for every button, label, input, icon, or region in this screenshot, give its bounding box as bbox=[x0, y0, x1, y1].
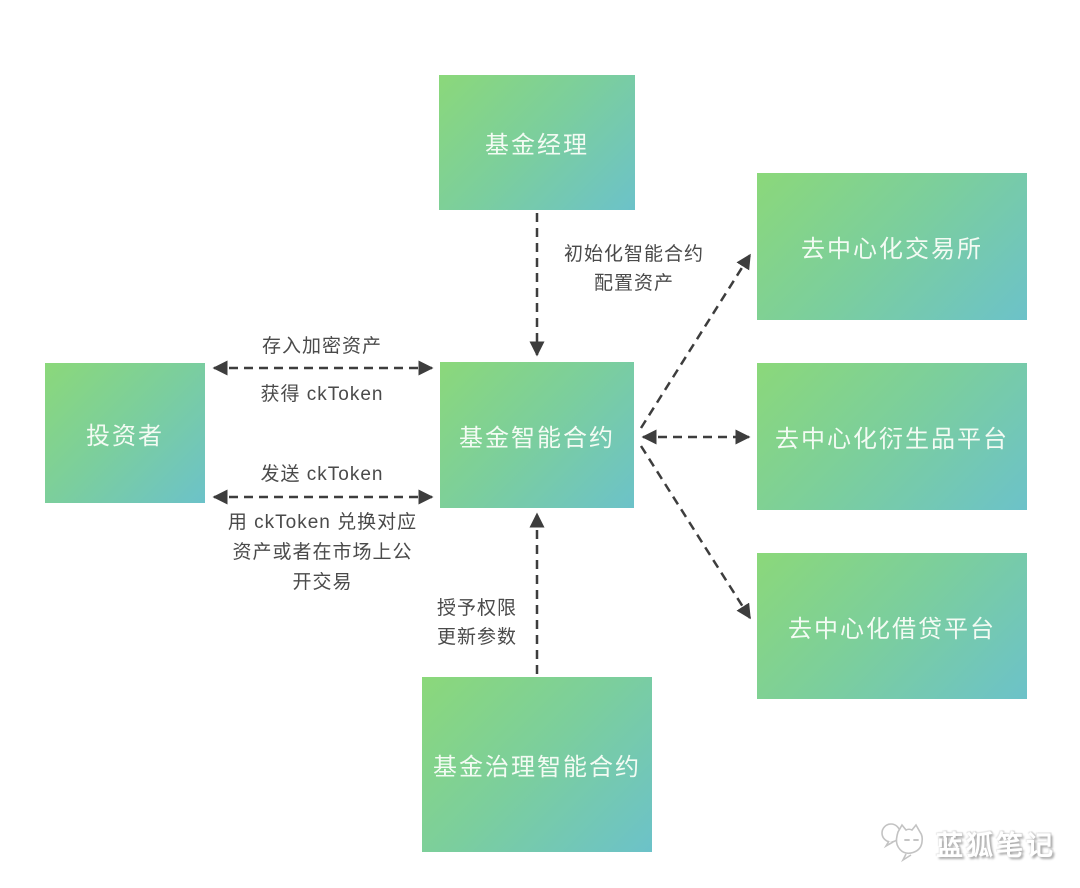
node-decentralized-exchange: 去中心化交易所 bbox=[757, 173, 1027, 320]
node-derivatives-platform: 去中心化衍生品平台 bbox=[757, 363, 1027, 510]
node-governance-smart-contract-label: 基金治理智能合约 bbox=[433, 754, 641, 781]
edge-label-redeem: 用 ckToken 兑换对应 资产或者在市场上公 开交易 bbox=[205, 508, 440, 598]
node-investor-label: 投资者 bbox=[86, 422, 164, 450]
edge-label-send-cktoken-text: 发送 ckToken bbox=[260, 464, 384, 485]
arrow-fund-to-lending bbox=[639, 445, 752, 620]
edge-label-grant-permission: 授予权限 更新参数 bbox=[432, 594, 522, 652]
edge-label-redeem-line3: 开交易 bbox=[292, 572, 353, 593]
node-investor: 投资者 bbox=[45, 363, 205, 503]
edge-label-initialize-line2: 配置资产 bbox=[593, 273, 674, 294]
edge-label-grant-line1: 授予权限 bbox=[436, 598, 517, 619]
edge-label-send-cktoken: 发送 ckToken bbox=[222, 460, 422, 489]
edge-label-deposit-text: 存入加密资产 bbox=[261, 336, 382, 357]
edge-label-redeem-line1: 用 ckToken 兑换对应 bbox=[227, 512, 418, 533]
edge-label-initialize-line1: 初始化智能合约 bbox=[563, 244, 704, 265]
edge-label-grant-line2: 更新参数 bbox=[436, 627, 517, 648]
node-fund-manager: 基金经理 bbox=[439, 75, 635, 210]
node-fund-smart-contract-label: 基金智能合约 bbox=[459, 424, 615, 452]
edge-label-deposit: 存入加密资产 bbox=[222, 332, 422, 361]
edge-label-receive-cktoken-text: 获得 ckToken bbox=[260, 384, 384, 405]
node-lending-platform: 去中心化借贷平台 bbox=[757, 553, 1027, 699]
node-fund-manager-label: 基金经理 bbox=[485, 132, 589, 159]
blue-fox-logo-icon bbox=[881, 823, 924, 863]
edge-label-receive-cktoken: 获得 ckToken bbox=[222, 380, 422, 409]
edge-label-redeem-line2: 资产或者在市场上公 bbox=[232, 542, 413, 563]
watermark-brand-text: 蓝狐笔记 bbox=[936, 830, 1056, 861]
node-fund-smart-contract: 基金智能合约 bbox=[440, 362, 634, 508]
node-decentralized-exchange-label: 去中心化交易所 bbox=[801, 236, 983, 263]
node-derivatives-platform-label: 去中心化衍生品平台 bbox=[775, 426, 1009, 453]
node-lending-platform-label: 去中心化借贷平台 bbox=[788, 615, 996, 643]
edge-label-initialize: 初始化智能合约 配置资产 bbox=[548, 240, 720, 298]
node-governance-smart-contract: 基金治理智能合约 bbox=[422, 677, 652, 852]
watermark: 蓝狐笔记 bbox=[876, 818, 1056, 868]
